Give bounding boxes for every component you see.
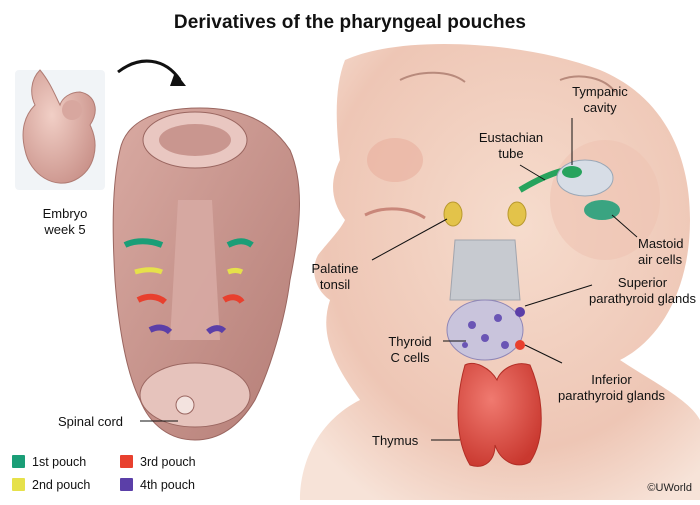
palatine-tonsil-right (507, 201, 527, 227)
tympanic-cavity-shape (562, 166, 582, 178)
mastoid-label-line2: air cells (638, 252, 683, 267)
pouch-1-right (226, 238, 254, 248)
legend-label-1: 1st pouch (32, 455, 87, 469)
superior-label-line2: parathyroid glands (589, 291, 696, 306)
legend-swatch-4 (120, 478, 133, 491)
eustachian-label-line1: Eustachian (478, 130, 544, 145)
pouch-1-left (123, 238, 164, 248)
tympanic-label-line2: cavity (583, 100, 617, 115)
superior-parathyroid-label: Superior parathyroid glands (585, 275, 700, 307)
legend-label-4: 4th pouch (140, 478, 195, 492)
pouch-4-left (148, 324, 173, 335)
ear-structures (518, 159, 620, 220)
superior-parathyroid-shape (515, 307, 525, 317)
middle-ear-bone (556, 159, 614, 197)
palatine-tonsil-label: Palatine tonsil (300, 261, 370, 293)
tympanic-cavity-label: Tympanic cavity (555, 84, 645, 116)
pouch-2-left (134, 267, 163, 275)
eye-left (399, 71, 466, 83)
eustachian-label-line2: tube (498, 146, 524, 161)
mouth (364, 207, 426, 220)
embryo-illustration (15, 69, 105, 190)
pouch-2-right (227, 268, 244, 275)
copyright-text: ©UWorld (647, 482, 692, 494)
tympanic-label-line1: Tympanic (572, 84, 628, 99)
inferior-label-line2: parathyroid glands (558, 388, 665, 403)
page-title: Derivatives of the pharyngeal pouches (173, 12, 527, 33)
pouch-3-right (222, 294, 245, 304)
legend-label-3: 3rd pouch (140, 455, 196, 469)
larynx-shape (449, 239, 521, 301)
pouch-3-left (136, 293, 167, 305)
palatine-label-line2: tonsil (319, 277, 351, 292)
eye-right (559, 75, 616, 93)
spinal-cord-label: Spinal cord (58, 414, 124, 429)
mastoid-air-cells-label: Mastoid air cells (638, 236, 684, 268)
legend-swatch-2 (12, 478, 25, 491)
legend-swatch-1 (12, 455, 25, 468)
leader-lines (140, 118, 638, 441)
thyroid-label-line1: Thyroid (388, 334, 432, 349)
thyroid-c-cells-label: Thyroid C cells (378, 334, 442, 366)
embryo-label-line1: Embryo (42, 206, 88, 221)
pharyngeal-cross-section (112, 107, 300, 441)
thymus-shape (457, 363, 542, 467)
embryo-label-line2: week 5 (44, 222, 86, 237)
embryo-label: Embryo week 5 (30, 206, 100, 238)
inferior-label-line1: Inferior (591, 372, 632, 387)
superior-label-line1: Superior (617, 275, 668, 290)
palatine-tonsil-left (443, 201, 463, 227)
inferior-parathyroid-shape (515, 340, 525, 350)
thyroid-label-line2: C cells (390, 350, 430, 365)
pouch-4-right (206, 325, 227, 335)
embryo-arrow (117, 59, 182, 81)
embryo-arrow-head (170, 72, 186, 86)
thyroid-gland (446, 299, 525, 361)
legend-swatch-3 (120, 455, 133, 468)
thymus-label: Thymus (372, 433, 419, 448)
nose (367, 138, 423, 182)
legend-label-2: 2nd pouch (32, 478, 91, 492)
palatine-label-line1: Palatine (311, 261, 359, 276)
eustachian-tube-label: Eustachian tube (470, 130, 552, 162)
inferior-parathyroid-label: Inferior parathyroid glands (549, 372, 674, 404)
mastoid-air-cells-shape (584, 200, 620, 220)
mastoid-label-line1: Mastoid (638, 236, 684, 251)
